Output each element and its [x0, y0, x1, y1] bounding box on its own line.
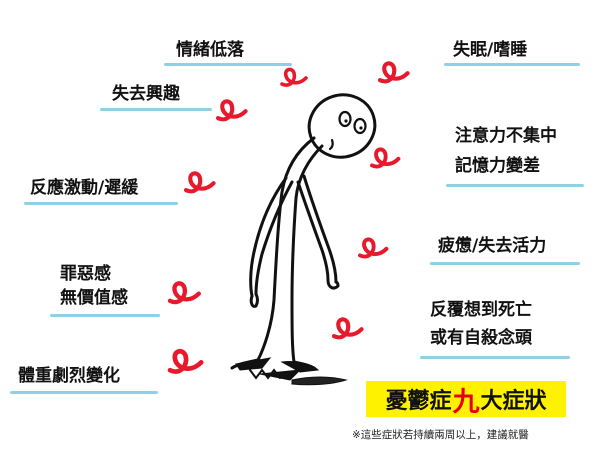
squiggle-icon: [170, 283, 199, 302]
squiggle-icon: [380, 63, 408, 81]
squiggle-icon: [280, 67, 308, 87]
symptom-death-text-line1: 反覆想到死亡: [430, 300, 532, 320]
squiggle-icon: [370, 147, 401, 169]
symptom-interest-label: 失去興趣: [112, 82, 180, 106]
ground-shadow-icon: [235, 357, 348, 386]
sad-stick-figure-icon: [230, 93, 377, 370]
symptom-insomnia-label: 失眠/嗜睡: [453, 38, 527, 62]
squiggle-icon: [334, 319, 362, 337]
symptom-reaction-underline: [24, 202, 178, 205]
symptom-fatigue-underline: [430, 262, 580, 265]
symptom-insomnia-text: 失眠/嗜睡: [453, 40, 528, 60]
title-suffix: 大症狀: [480, 389, 547, 414]
symptom-attention-underline: [446, 184, 584, 187]
symptom-weight-text: 體重劇烈變化: [18, 366, 120, 386]
squiggle-icon: [170, 351, 201, 371]
symptom-guilt-underline: [50, 314, 160, 317]
symptom-insomnia-underline: [444, 63, 580, 66]
symptom-interest-text: 失去興趣: [112, 84, 180, 104]
symptom-fatigue-text: 疲憊/失去活力: [438, 236, 547, 256]
footnote: ※這些症狀若持續兩周以上，建議就醫: [352, 429, 529, 441]
symptom-death-underline: [420, 356, 570, 359]
squiggle-icon: [218, 101, 246, 119]
symptom-death-label: 反覆想到死亡 或有自殺念頭: [430, 298, 532, 350]
symptom-weight-label: 體重劇烈變化: [18, 364, 120, 388]
symptom-mood-text: 情緒低落: [176, 40, 244, 60]
symptom-weight-underline: [10, 391, 158, 394]
symptom-guilt-label: 罪惡感 無價值感: [60, 262, 128, 310]
symptom-guilt-text-line1: 罪惡感: [60, 264, 111, 284]
symptom-attention-text-line2: 記憶力變差: [455, 156, 540, 176]
symptom-reaction-label: 反應激動/遲緩: [30, 176, 138, 200]
title-prefix: 憂鬱症: [385, 389, 452, 414]
squiggle-icon: [358, 237, 389, 259]
symptom-fatigue-label: 疲憊/失去活力: [438, 234, 546, 258]
symptom-death-text-line2: 或有自殺念頭: [430, 328, 532, 348]
symptom-interest-underline: [100, 108, 212, 111]
symptom-guilt-text-line2: 無價值感: [60, 288, 128, 308]
infographic-title: 憂鬱症九大症狀: [366, 381, 566, 418]
symptom-mood-label: 情緒低落: [176, 38, 244, 62]
symptom-mood-underline: [164, 63, 292, 66]
squiggle-icon: [186, 173, 214, 191]
symptom-reaction-text: 反應激動/遲緩: [30, 178, 139, 198]
title-accent-number: 九: [452, 386, 480, 418]
symptom-attention-label: 注意力不集中 記憶力變差: [455, 124, 557, 178]
symptom-attention-text-line1: 注意力不集中: [455, 126, 557, 146]
